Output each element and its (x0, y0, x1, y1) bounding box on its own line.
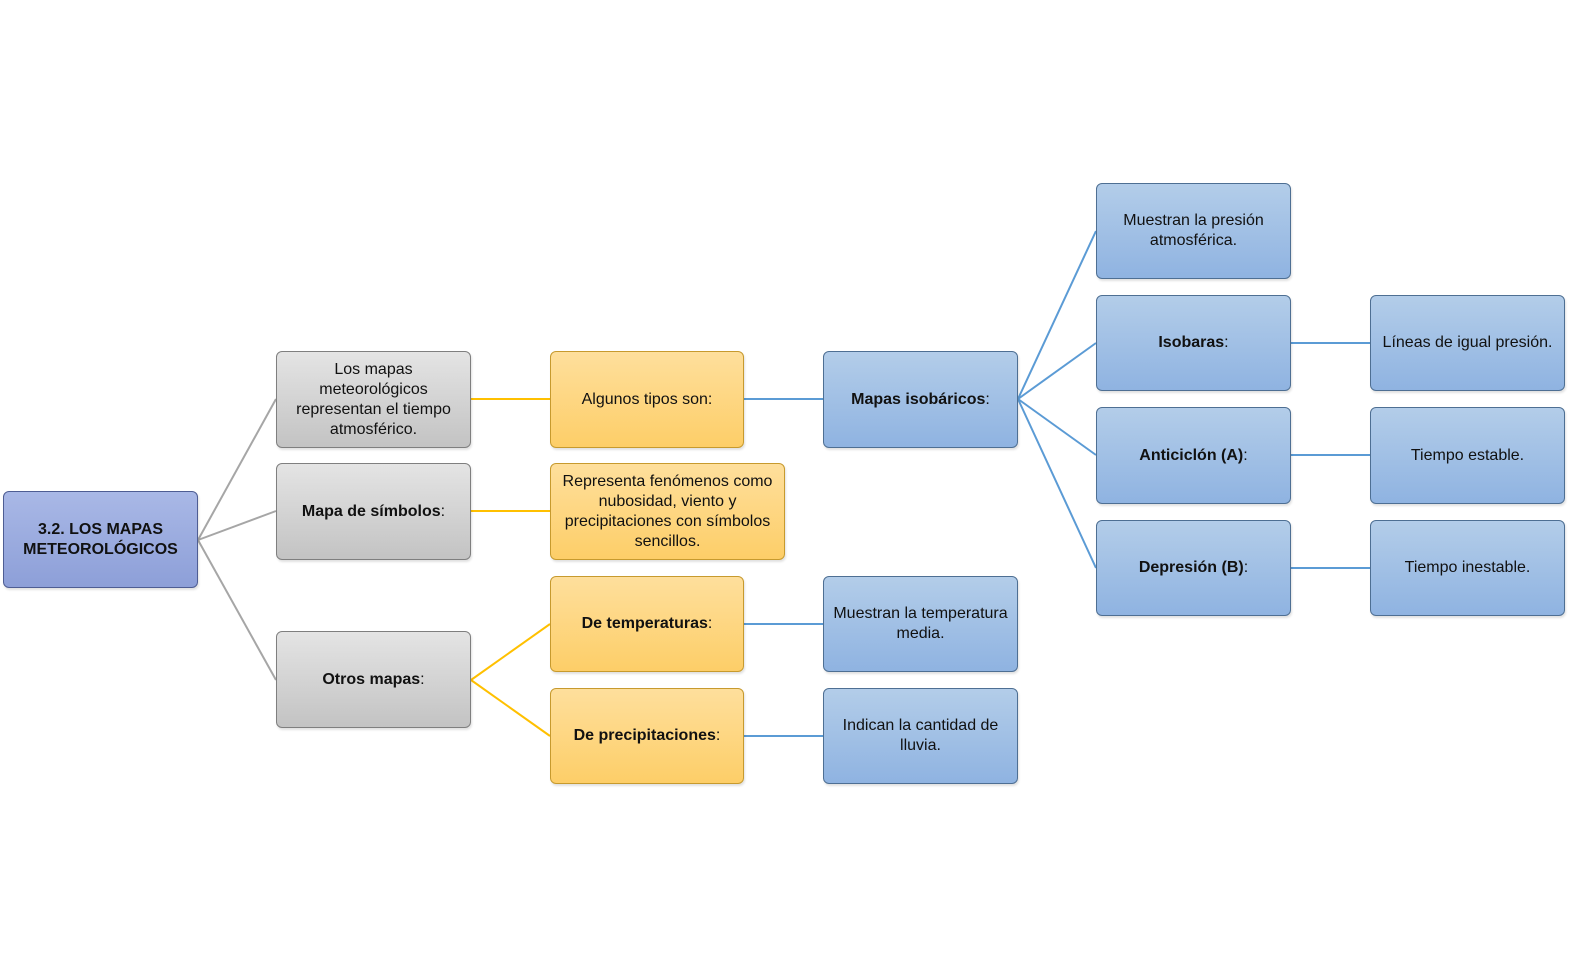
other-maps-node: Otros mapas: (276, 631, 471, 728)
isobaric-maps-suffix: : (985, 390, 990, 408)
isobars-suffix: : (1224, 334, 1229, 351)
other-maps-suffix: : (420, 670, 425, 688)
isobars-description-node: Líneas de igual presión. (1370, 295, 1565, 391)
anticyclone-label: Anticiclón (A) (1139, 446, 1244, 464)
pressure-description-node: Muestran la presión atmosférica. (1096, 183, 1291, 279)
temperature-maps-suffix: : (707, 615, 713, 632)
precipitation-maps-suffix: : (715, 727, 721, 744)
connector-isobaric-depression (1017, 398, 1097, 569)
anticyclone-suffix: : (1243, 446, 1248, 464)
temperature-description-text: Muestran la temperatura media. (833, 605, 1008, 642)
temperature-maps-node: De temperaturas: (550, 576, 744, 672)
precipitation-maps-node: De precipitaciones: (550, 688, 744, 784)
isobars-node: Isobaras: (1096, 295, 1291, 391)
symbols-description-text: Representa fenómenos como nubosidad, vie… (562, 472, 773, 550)
types-text: Algunos tipos son: (581, 390, 713, 408)
anticyclone-description-node: Tiempo estable. (1370, 407, 1565, 504)
connector-isobaric-isobars (1017, 342, 1097, 400)
symbols-map-label: Mapa de símbolos (301, 502, 441, 520)
definition-text: Los mapas meteorológicos representan el … (296, 360, 451, 438)
connector-others-temperatures (470, 623, 551, 681)
symbols-description-node: Representa fenómenos como nubosidad, vie… (550, 463, 785, 560)
isobars-label: Isobaras (1158, 334, 1225, 351)
precipitation-description-node: Indican la cantidad de lluvia. (823, 688, 1018, 784)
connector-isobaric-pressure (1017, 230, 1097, 400)
root-node: 3.2. LOS MAPAS METEOROLÓGICOS (3, 491, 198, 588)
anticyclone-node: Anticiclón (A): (1096, 407, 1291, 504)
connector-isobaric-anticyclone (1017, 398, 1097, 456)
precipitation-description-text: Indican la cantidad de lluvia. (842, 717, 999, 754)
temperature-description-node: Muestran la temperatura media. (823, 576, 1018, 672)
symbols-map-node: Mapa de símbolos: (276, 463, 471, 560)
definition-node: Los mapas meteorológicos representan el … (276, 351, 471, 448)
precipitation-maps-label: De precipitaciones (573, 727, 716, 744)
depression-description-text: Tiempo inestable. (1404, 559, 1531, 576)
connector-root-definition (197, 398, 277, 541)
connector-others-precipitations (470, 679, 551, 737)
depression-description-node: Tiempo inestable. (1370, 520, 1565, 616)
isobars-description-text: Líneas de igual presión. (1382, 334, 1553, 351)
isobaric-maps-label: Mapas isobáricos (851, 390, 986, 408)
anticyclone-description-text: Tiempo estable. (1410, 446, 1525, 464)
temperature-maps-label: De temperaturas (581, 615, 708, 632)
symbols-map-suffix: : (440, 502, 446, 520)
depression-suffix: : (1243, 559, 1249, 576)
pressure-description-text: Muestran la presión atmosférica. (1123, 212, 1264, 249)
root-title: 3.2. LOS MAPAS METEOROLÓGICOS (23, 520, 178, 558)
depression-label: Depresión (B) (1138, 559, 1244, 576)
other-maps-label: Otros mapas (322, 670, 421, 688)
depression-node: Depresión (B): (1096, 520, 1291, 616)
isobaric-maps-node: Mapas isobáricos: (823, 351, 1018, 448)
types-node: Algunos tipos son: (550, 351, 744, 448)
connector-root-symbols (197, 510, 277, 541)
connector-root-others (197, 539, 277, 681)
